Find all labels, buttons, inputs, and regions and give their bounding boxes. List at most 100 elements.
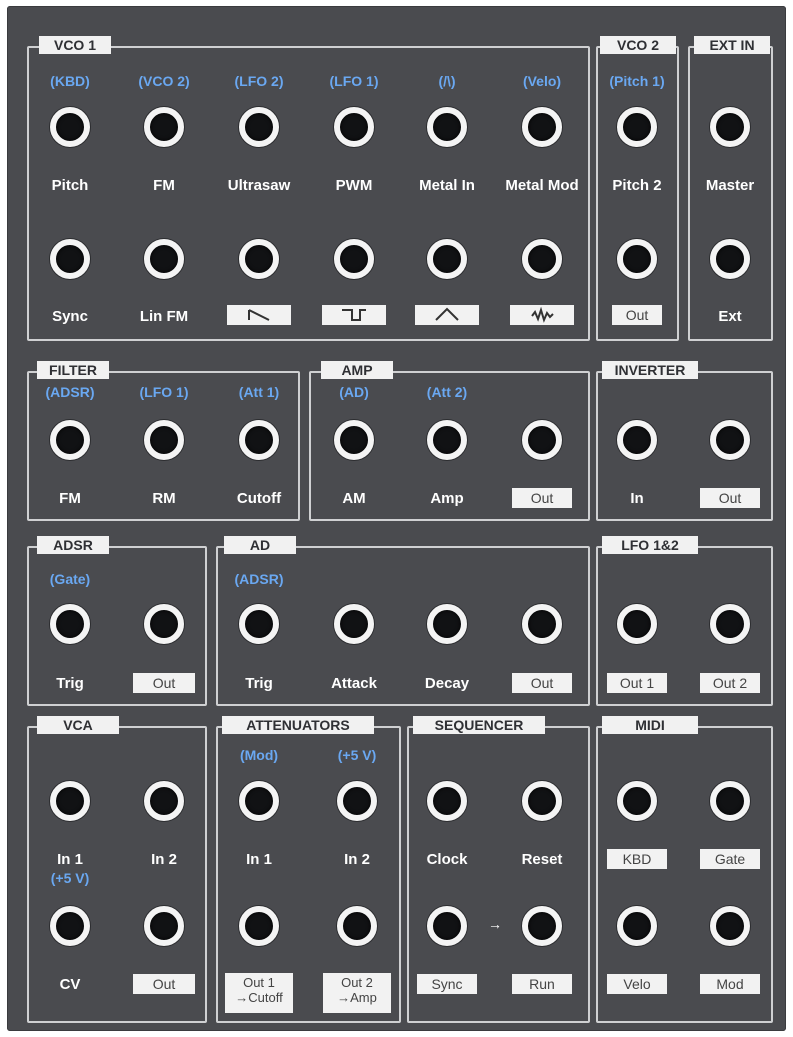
vco1-source-metal-mod: (Velo)	[522, 73, 562, 89]
adsr-out-jack[interactable]	[144, 604, 184, 644]
vco1-sync-jack[interactable]	[50, 239, 90, 279]
attenuators-out2-jack[interactable]	[337, 906, 377, 946]
filter-fm-label: FM	[59, 490, 81, 507]
vco1-pitch-label: Pitch	[51, 177, 89, 194]
vco2-out-jack[interactable]	[617, 239, 657, 279]
adsr-title: ADSR	[37, 536, 109, 554]
ad-decay-label: Decay	[424, 675, 470, 692]
filter-rm-label: RM	[152, 490, 176, 507]
attenuators-source-in2: (+5 V)	[337, 747, 377, 763]
filter-rm-jack[interactable]	[144, 420, 184, 460]
vca-in2-jack[interactable]	[144, 781, 184, 821]
midi-velo-label: Velo	[607, 974, 667, 994]
midi-gate-jack[interactable]	[710, 781, 750, 821]
lfo-out2-jack[interactable]	[710, 604, 750, 644]
patch-panel: VCO 1 (KBD) (VCO 2) (LFO 2) (LFO 1) (/\)…	[7, 6, 786, 1031]
triangle-wave-icon	[415, 305, 479, 325]
vco1-section: VCO 1	[27, 36, 590, 341]
vco1-metal-mod-jack[interactable]	[522, 107, 562, 147]
vco2-pitch2-jack[interactable]	[617, 107, 657, 147]
vco1-triangle-out-jack[interactable]	[427, 239, 467, 279]
attenuators-source-in1: (Mod)	[239, 747, 279, 763]
vco2-source: (Pitch 1)	[609, 73, 665, 89]
ad-out-label: Out	[512, 673, 572, 693]
midi-mod-jack[interactable]	[710, 906, 750, 946]
sequencer-arrow-icon: →	[488, 916, 502, 932]
vco1-ultrasaw-jack[interactable]	[239, 107, 279, 147]
vco1-source-pitch: (KBD)	[50, 73, 90, 89]
filter-cutoff-jack[interactable]	[239, 420, 279, 460]
amp-out-label: Out	[512, 488, 572, 508]
filter-title: FILTER	[37, 361, 109, 379]
vca-in1-label: In 1	[57, 851, 83, 868]
vco1-saw-out-jack[interactable]	[239, 239, 279, 279]
ad-trig-jack[interactable]	[239, 604, 279, 644]
vco1-source-fm: (VCO 2)	[138, 73, 190, 89]
filter-fm-jack[interactable]	[50, 420, 90, 460]
sequencer-sync-label: Sync	[417, 974, 477, 994]
inverter-out-jack[interactable]	[710, 420, 750, 460]
attenuators-section: ATTENUATORS	[216, 716, 401, 1023]
attenuators-out1-jack[interactable]	[239, 906, 279, 946]
vca-cv-source: (+5 V)	[50, 870, 90, 886]
amp-out-jack[interactable]	[522, 420, 562, 460]
lfo-out1-label: Out 1	[607, 673, 667, 693]
sequencer-sync-jack[interactable]	[427, 906, 467, 946]
attenuators-title: ATTENUATORS	[222, 716, 374, 734]
amp-am-jack[interactable]	[334, 420, 374, 460]
midi-section: MIDI	[596, 716, 773, 1023]
vco1-metal-mod-label: Metal Mod	[505, 177, 579, 194]
saw-wave-icon	[227, 305, 291, 325]
inverter-in-label: In	[630, 490, 644, 507]
sequencer-run-jack[interactable]	[522, 906, 562, 946]
adsr-trig-jack[interactable]	[50, 604, 90, 644]
ad-attack-label: Attack	[331, 675, 377, 692]
vca-in2-label: In 2	[151, 851, 177, 868]
ad-attack-jack[interactable]	[334, 604, 374, 644]
vco1-metal-in-label: Metal In	[419, 177, 475, 194]
vco2-pitch2-label: Pitch 2	[612, 177, 662, 194]
vco1-lin-fm-jack[interactable]	[144, 239, 184, 279]
attenuators-in1-label: In 1	[246, 851, 272, 868]
midi-kbd-jack[interactable]	[617, 781, 657, 821]
vco1-square-out-jack[interactable]	[334, 239, 374, 279]
ad-trig-label: Trig	[245, 675, 273, 692]
midi-velo-jack[interactable]	[617, 906, 657, 946]
filter-source-fm: (ADSR)	[45, 384, 95, 400]
inverter-in-jack[interactable]	[617, 420, 657, 460]
ad-section: AD	[216, 536, 590, 706]
ext-in-title: EXT IN	[694, 36, 770, 54]
amp-amp-jack[interactable]	[427, 420, 467, 460]
ad-out-jack[interactable]	[522, 604, 562, 644]
attenuators-in1-jack[interactable]	[239, 781, 279, 821]
vco2-out-label: Out	[612, 305, 662, 325]
amp-title: AMP	[321, 361, 393, 379]
vca-in1-jack[interactable]	[50, 781, 90, 821]
attenuators-out2-line2: →Amp	[337, 990, 377, 1005]
amp-section: AMP	[309, 361, 590, 521]
ad-decay-jack[interactable]	[427, 604, 467, 644]
attenuators-in2-jack[interactable]	[337, 781, 377, 821]
vco1-fm-label: FM	[153, 177, 175, 194]
lfo-out1-jack[interactable]	[617, 604, 657, 644]
sequencer-reset-jack[interactable]	[522, 781, 562, 821]
vco1-pitch-jack[interactable]	[50, 107, 90, 147]
sequencer-clock-jack[interactable]	[427, 781, 467, 821]
amp-source-amp: (Att 2)	[426, 384, 468, 400]
ext-in-master-jack[interactable]	[710, 107, 750, 147]
vco1-noise-out-jack[interactable]	[522, 239, 562, 279]
attenuators-out1-line2: →Cutoff	[235, 990, 283, 1005]
vco1-metal-in-jack[interactable]	[427, 107, 467, 147]
vca-cv-jack[interactable]	[50, 906, 90, 946]
square-wave-icon	[322, 305, 386, 325]
lfo-out2-label: Out 2	[700, 673, 760, 693]
filter-cutoff-label: Cutoff	[236, 490, 282, 507]
filter-source-rm: (LFO 1)	[139, 384, 189, 400]
ext-in-ext-jack[interactable]	[710, 239, 750, 279]
vco1-sync-label: Sync	[52, 308, 88, 325]
lfo-section: LFO 1&2	[596, 536, 773, 706]
vco1-pwm-jack[interactable]	[334, 107, 374, 147]
vco1-fm-jack[interactable]	[144, 107, 184, 147]
vca-out-jack[interactable]	[144, 906, 184, 946]
filter-source-cutoff: (Att 1)	[238, 384, 280, 400]
